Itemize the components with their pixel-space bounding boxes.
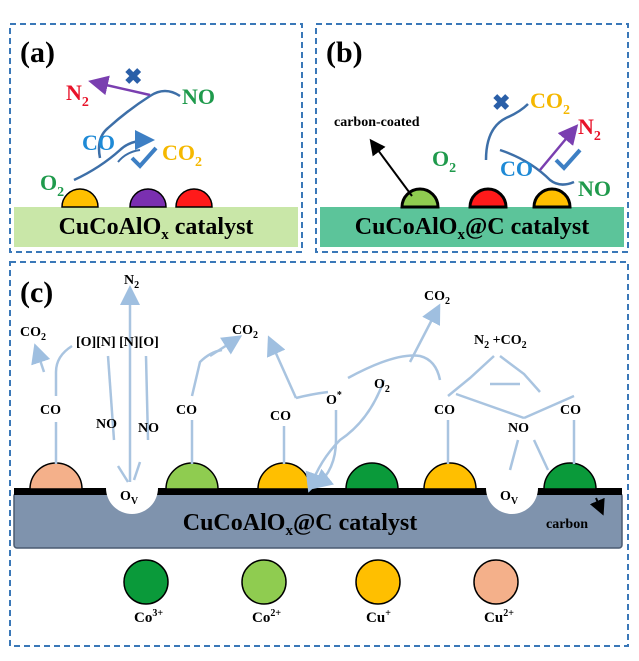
panel-a-co2-arrow bbox=[73, 130, 155, 182]
legend-label-cuplus: Cu+ bbox=[366, 608, 391, 626]
panel-c-o2: O2 bbox=[374, 377, 390, 395]
site-cu2plus bbox=[29, 462, 83, 490]
panel-c-ov-left: OV bbox=[120, 489, 139, 507]
panel-b-n2: N2 bbox=[578, 114, 601, 144]
panel-c-n2co2: N2 +CO2 bbox=[474, 333, 527, 351]
panel-a: (a) CuCoAlOx catalyst ✖ N2 NO CO CO2 O2 bbox=[9, 23, 303, 253]
panel-a-n2: N2 bbox=[66, 80, 89, 110]
site-cuplus-2 bbox=[423, 462, 477, 490]
carbon-arrow bbox=[589, 497, 605, 516]
panel-a-no: NO bbox=[182, 84, 215, 109]
panel-c-co2-mid: CO2 bbox=[232, 323, 258, 341]
panel-c-co2-left: CO2 bbox=[20, 325, 46, 343]
legend-swatch-co2plus bbox=[241, 559, 287, 605]
legend-swatch-co3plus bbox=[123, 559, 169, 605]
panel-a-base bbox=[14, 207, 298, 247]
site-co2plus bbox=[165, 462, 219, 490]
panel-a-o2: O2 bbox=[40, 170, 64, 200]
legend-label-co2plus: Co2+ bbox=[252, 608, 281, 626]
check-icon bbox=[130, 146, 158, 169]
panel-b-co2: CO2 bbox=[530, 88, 570, 118]
check-icon bbox=[554, 148, 582, 171]
panel-a-co2: CO2 bbox=[162, 140, 202, 170]
panel-c-ostar: O* bbox=[326, 390, 342, 408]
site-co3plus bbox=[345, 462, 399, 490]
panel-b: (b) CuCoAlOx@C catalyst carbon-coated ✖ … bbox=[315, 23, 629, 253]
panel-c-no-3: NO bbox=[508, 421, 529, 436]
panel-c-co-5: CO bbox=[560, 403, 581, 418]
legend-swatch-cuplus bbox=[355, 559, 401, 605]
panel-c-label: (c) bbox=[20, 276, 53, 309]
panel-c-co-3: CO bbox=[270, 409, 291, 424]
panel-b-site-cu bbox=[532, 187, 572, 209]
panel-a-base-label: CuCoAlOx catalyst bbox=[59, 214, 254, 243]
panel-b-base-label: CuCoAlOx@C catalyst bbox=[355, 214, 590, 243]
panel-a-label: (a) bbox=[20, 36, 55, 69]
panel-c-n2-top: N2 bbox=[124, 273, 139, 291]
vacancy-left bbox=[106, 488, 158, 514]
panel-c-co-4: CO bbox=[434, 403, 455, 418]
panel-c-co2-right: CO2 bbox=[424, 289, 450, 307]
panel-a-co: CO bbox=[82, 130, 115, 155]
panel-b-site-red bbox=[468, 187, 508, 209]
panel-b-label: (b) bbox=[326, 36, 363, 69]
legend-swatch-cu2plus bbox=[473, 559, 519, 605]
panel-c-base-label: CuCoAlOx@C catalyst bbox=[183, 510, 418, 539]
legend-label-co3plus: Co3+ bbox=[134, 608, 163, 626]
panel-c-co-1: CO bbox=[40, 403, 61, 418]
site-co3plus-2 bbox=[543, 462, 597, 490]
panel-a-site-red bbox=[175, 188, 213, 208]
legend-label-cu2plus: Cu2+ bbox=[484, 608, 514, 626]
panel-a-n2-arrow bbox=[88, 75, 151, 97]
panel-b-border bbox=[315, 23, 629, 253]
panel-c-no-2: NO bbox=[138, 421, 159, 436]
panel-b-o2: O2 bbox=[432, 146, 456, 176]
panel-c-border bbox=[9, 261, 629, 647]
panel-c-co-2: CO bbox=[176, 403, 197, 418]
panel-b-no: NO bbox=[578, 176, 611, 201]
panel-a-site-cu bbox=[61, 188, 99, 208]
panel-b-co-curve bbox=[484, 103, 529, 161]
panel-b-coated: carbon-coated bbox=[334, 115, 420, 130]
panel-b-n2-arrow bbox=[539, 124, 579, 171]
cross-icon: ✖ bbox=[124, 64, 142, 89]
panel-b-base bbox=[320, 207, 624, 247]
panel-c-no-1: NO bbox=[96, 417, 117, 432]
site-cuplus bbox=[257, 462, 311, 490]
panel-c-carbon: carbon bbox=[546, 517, 588, 532]
panel-c: (c) CuCoAlOx@C catalyst carbon bbox=[9, 261, 629, 647]
legend: Co3+ Co2+ Cu+ Cu2+ bbox=[123, 559, 519, 626]
vacancy-right bbox=[486, 488, 538, 514]
panel-c-ov-right: OV bbox=[500, 489, 519, 507]
panel-b-no-curve bbox=[499, 148, 575, 186]
panel-a-no-curve bbox=[97, 89, 181, 159]
panel-c-on-pair: [O][N] [N][O] bbox=[76, 335, 159, 350]
cross-icon: ✖ bbox=[492, 90, 510, 115]
panel-b-coated-arrow bbox=[369, 138, 413, 197]
panel-b-site-co2plus bbox=[400, 187, 440, 209]
reaction-paths bbox=[31, 285, 576, 493]
panel-b-co: CO bbox=[500, 156, 533, 181]
panel-a-co-curve bbox=[117, 149, 141, 163]
panel-a-site-purple bbox=[129, 188, 167, 208]
panel-a-border bbox=[9, 23, 303, 253]
